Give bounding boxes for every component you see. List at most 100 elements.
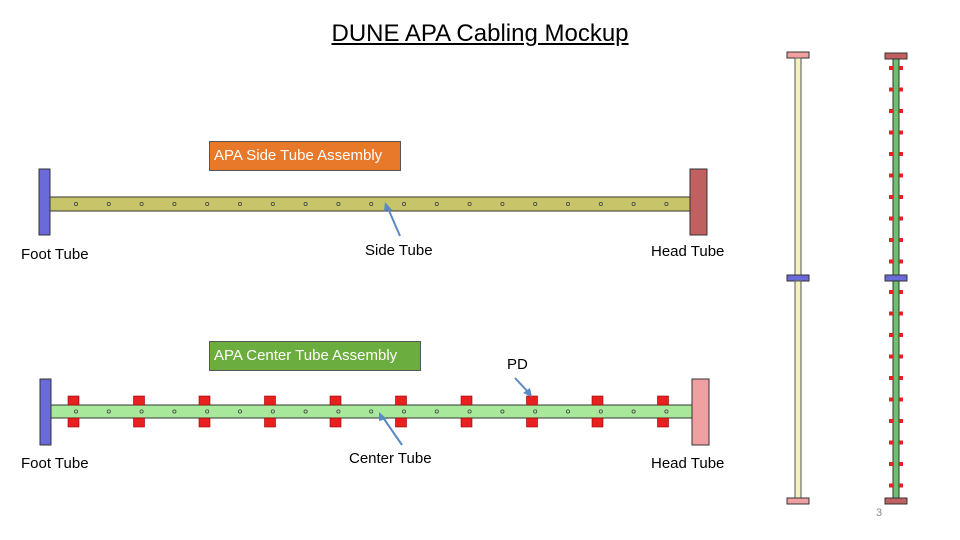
side-tube-arrow <box>386 205 401 237</box>
vertical-head-cap <box>786 51 810 59</box>
vertical-pd-right <box>899 397 903 402</box>
vertical-pd-right <box>899 195 903 199</box>
vertical-pd-right <box>899 419 903 423</box>
vertical-pd-left <box>889 173 893 178</box>
center-head-tube <box>691 378 710 446</box>
side-head-tube <box>689 168 708 236</box>
vertical-pd-left <box>889 109 893 113</box>
side-tube-arrowhead <box>384 202 392 211</box>
tube-hole <box>106 409 111 414</box>
tube-hole <box>533 409 538 414</box>
center-assembly-label-box: APA Center Tube Assembly <box>209 341 421 371</box>
vertical-pd-left <box>889 354 893 359</box>
tube-hole <box>631 201 636 206</box>
pd-block-bottom <box>657 417 669 428</box>
pd-block-top <box>198 395 211 406</box>
tube-hole <box>139 409 144 414</box>
tube-hole <box>303 201 308 206</box>
tube-hole <box>172 409 177 414</box>
vertical-pd-left <box>889 440 893 445</box>
center-tube-arrowhead <box>379 412 387 421</box>
tube-hole <box>401 409 406 414</box>
vertical-pd-right <box>899 130 903 135</box>
vertical-pd-left <box>889 152 893 156</box>
tube-hole <box>434 201 439 206</box>
tube-hole <box>237 201 242 206</box>
tube-hole <box>533 201 538 206</box>
pd-label: PD <box>507 356 528 373</box>
side-tube-holes <box>74 201 702 206</box>
pd-block-bottom <box>395 417 407 428</box>
pd-block-bottom <box>329 417 342 428</box>
tube-hole <box>434 409 439 414</box>
pd-block-top <box>67 395 80 406</box>
pd-block-top <box>460 395 473 406</box>
tube-hole <box>500 409 505 414</box>
pd-block-bottom <box>133 417 145 428</box>
side-assembly-label-box: APA Side Tube Assembly <box>209 141 401 171</box>
pd-blocks <box>67 395 702 428</box>
tube-hole <box>237 409 242 414</box>
tube-hole <box>664 409 669 414</box>
vertical-pd-blocks <box>889 66 903 488</box>
pd-block-top <box>591 395 604 406</box>
pd-block-bottom <box>67 417 80 428</box>
pd-block-bottom <box>591 417 604 428</box>
vertical-side-tube-lower <box>794 280 802 499</box>
tube-hole <box>598 409 603 414</box>
vertical-pd-right <box>899 173 903 178</box>
side-tube-assembly <box>38 168 708 237</box>
side-head-tube-label: Head Tube <box>651 243 725 260</box>
center-tube-label: Center Tube <box>349 450 432 467</box>
center-foot-tube <box>39 378 52 446</box>
tube-hole <box>303 409 308 414</box>
vertical-side-assembly <box>786 51 810 505</box>
vertical-side-tube-upper <box>794 57 802 276</box>
vertical-pd-left <box>889 130 893 135</box>
vertical-pd-right <box>899 483 903 488</box>
vertical-pd-left <box>889 483 893 488</box>
pd-block-bottom <box>460 417 473 428</box>
vertical-pd-left <box>889 333 893 337</box>
pd-block-top <box>329 395 342 406</box>
tube-hole <box>566 409 571 414</box>
side-foot-tube-label: Foot Tube <box>21 246 89 263</box>
vertical-center-head-cap <box>884 52 908 60</box>
tube-hole <box>74 201 79 206</box>
tube-hole <box>467 201 472 206</box>
vertical-pd-left <box>889 216 893 221</box>
pd-block-bottom <box>198 417 211 428</box>
vertical-center-coupler <box>884 274 908 282</box>
tube-hole <box>598 201 603 206</box>
vertical-pd-right <box>899 109 903 113</box>
tube-hole <box>467 409 472 414</box>
vertical-pd-right <box>899 87 903 92</box>
center-foot-tube-label: Foot Tube <box>21 455 89 472</box>
pd-block-bottom <box>264 417 276 428</box>
vertical-pd-right <box>899 440 903 445</box>
vertical-pd-left <box>889 66 893 70</box>
pd-block-top <box>264 395 276 406</box>
center-tube <box>50 404 693 419</box>
vertical-center-foot-cap <box>884 497 908 505</box>
vertical-pd-left <box>889 311 893 316</box>
vertical-foot-cap <box>786 497 810 505</box>
vertical-pd-left <box>889 419 893 423</box>
page-number: 3 <box>876 507 883 519</box>
vertical-pd-right <box>899 354 903 359</box>
pd-block-top <box>657 395 669 406</box>
vertical-pd-right <box>899 462 903 466</box>
vertical-pd-right <box>899 259 903 264</box>
pd-block-bottom <box>526 417 538 428</box>
tube-hole <box>500 201 505 206</box>
vertical-pd-left <box>889 290 893 294</box>
vertical-pd-left <box>889 376 893 380</box>
pd-arrowhead <box>523 388 532 397</box>
page-title: DUNE APA Cabling Mockup <box>331 20 629 47</box>
tube-hole <box>270 409 275 414</box>
tube-hole <box>664 201 669 206</box>
vertical-pd-right <box>899 238 903 242</box>
vertical-pd-left <box>889 195 893 199</box>
tube-hole <box>74 409 79 414</box>
